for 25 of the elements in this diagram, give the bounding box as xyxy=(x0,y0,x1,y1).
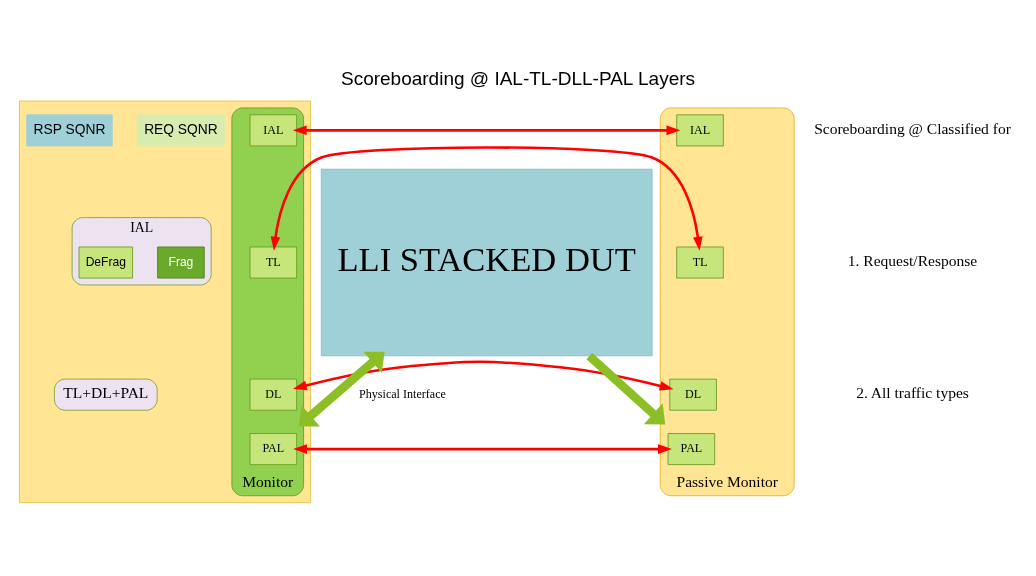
node-box: IAL xyxy=(249,114,298,147)
arrow xyxy=(292,360,674,391)
node-box: TL xyxy=(676,246,724,279)
arrow xyxy=(270,146,703,251)
node-box: TL+DL+PAL xyxy=(53,378,158,411)
node-box: DL xyxy=(669,378,717,411)
node-box: Frag xyxy=(157,246,205,279)
arrow xyxy=(298,351,385,427)
node-box: REQ SQNR xyxy=(136,114,225,147)
diagram-title: Scoreboarding @ IAL-TL-DLL-PAL Layers xyxy=(340,68,696,90)
node-box: TL xyxy=(249,246,298,279)
arrow xyxy=(292,125,681,136)
node-box: RSP SQNR xyxy=(26,114,113,147)
label: Scoreboarding @ Classified for xyxy=(814,120,1011,138)
node-box: LLI STACKED DUT xyxy=(320,168,653,357)
arrow xyxy=(293,444,672,454)
label: 2. All traffic types xyxy=(856,384,969,402)
node-box: DeFrag xyxy=(78,246,133,279)
node-box: IAL xyxy=(676,114,724,147)
arrow xyxy=(586,352,666,425)
node-box: PAL xyxy=(249,433,298,466)
label: 1. Request/Response xyxy=(847,252,978,270)
node-box: PAL xyxy=(667,433,716,466)
node-box: DL xyxy=(249,378,298,411)
edge-label: Physical Interface xyxy=(359,386,446,401)
